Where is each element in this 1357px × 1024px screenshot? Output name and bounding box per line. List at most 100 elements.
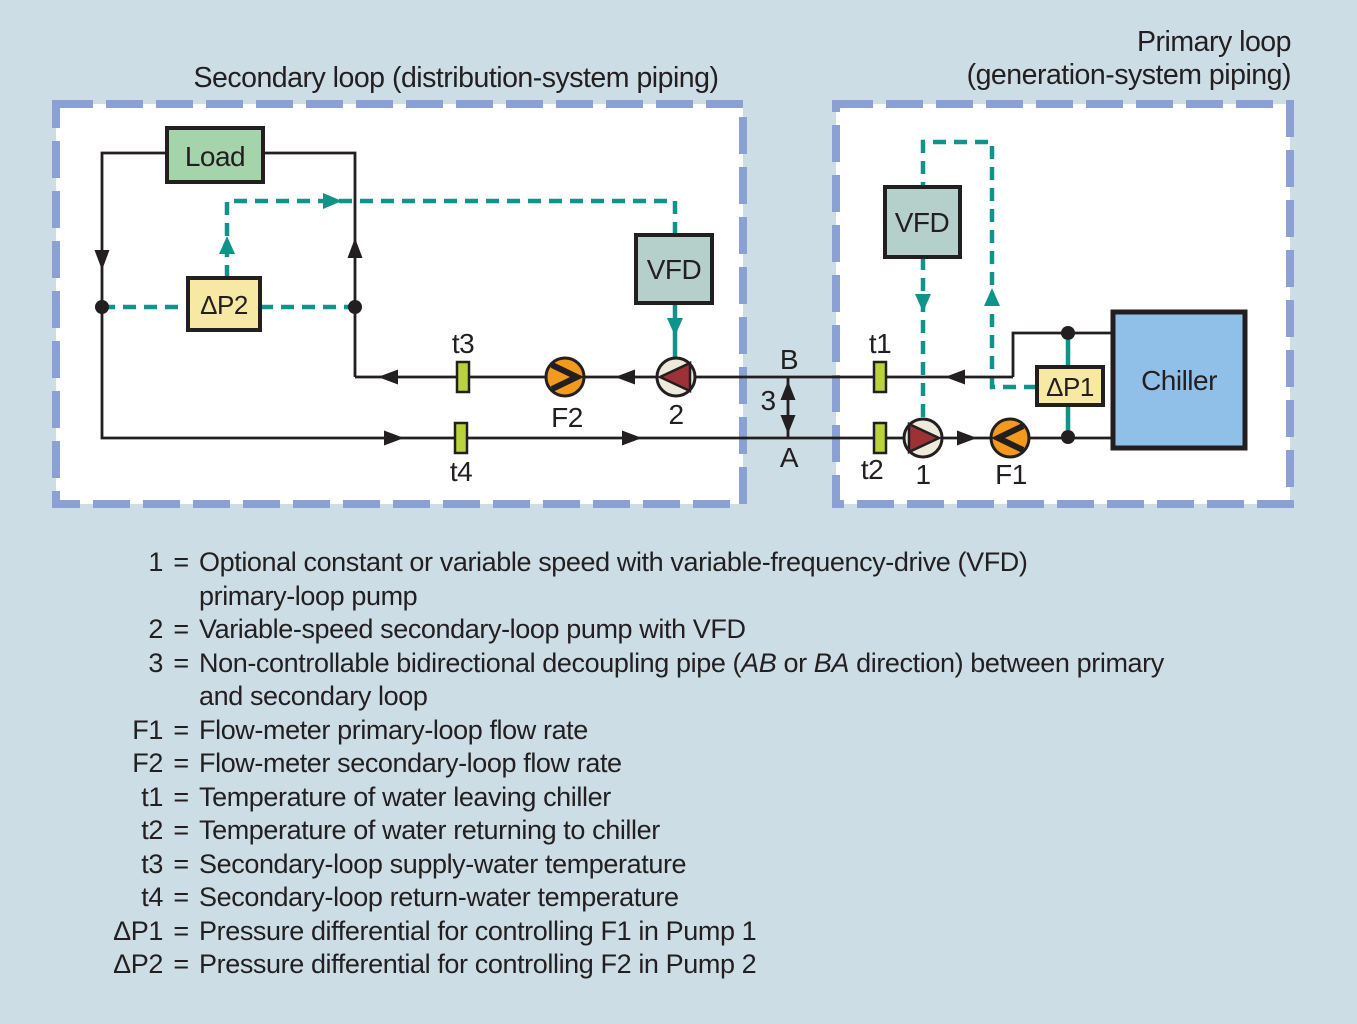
control-signal-lines	[102, 139, 1071, 430]
flow-arrow-up-icon	[347, 238, 363, 258]
legend-equals-sign: =	[173, 815, 189, 845]
legend-item-definition: Optional constant or variable speed with…	[199, 547, 1028, 611]
decoupling-point-b-label: B	[780, 344, 798, 375]
legend-item-definition: Secondary-loop return-water temperature	[199, 882, 679, 912]
legend-item-F1: F1=Flow-meter primary-loop flow rate	[0, 714, 1357, 748]
decoupling-arrow-down-icon	[780, 415, 796, 434]
signal-arrow-right-icon	[323, 193, 342, 209]
signal-dp2-to-vfd2	[224, 198, 678, 278]
sensor-t1-label: t1	[869, 328, 891, 359]
legend-equals-sign: =	[173, 882, 189, 912]
flow-meter-f1-label: F1	[995, 459, 1027, 490]
legend-item-definition: Pressure differential for controlling F1…	[199, 915, 757, 946]
flow-meter-f2-label: F2	[551, 402, 583, 433]
return-pipe	[100, 151, 1113, 440]
legend-item-key: t4	[141, 882, 163, 912]
flow-arrow-left-icon	[945, 369, 965, 385]
legend-item-key: ΔP2	[113, 949, 163, 979]
primary-loop-title-line1: Primary loop	[1137, 26, 1291, 58]
legend-item-definition: Non-controllable bidirectional decouplin…	[199, 647, 1164, 712]
legend-item-2: 2=Variable-speed secondary-loop pump wit…	[0, 613, 1357, 647]
signal-arrow-up-icon	[219, 236, 235, 254]
vfd-primary-box	[883, 185, 962, 259]
junction-dot	[1061, 326, 1075, 340]
legend-item-ΔP2: ΔP2 = Pressure differential for controllin…	[0, 948, 1357, 982]
legend-item-t4: t4 = Secondary-loop return-water temperatu…	[0, 881, 1357, 915]
vfd-secondary-label: VFD	[647, 254, 702, 285]
dp1-box	[1035, 365, 1105, 407]
legend-item-t1: t1 = Temperature of water leaving chiller	[0, 781, 1357, 815]
legend-item-3: 3 = Non-controllable bidirectional decoupl…	[0, 647, 1357, 714]
pump-impeller-icon	[907, 422, 942, 454]
legend-item-key: 3	[148, 647, 163, 678]
dp1-label: ΔP1	[1046, 372, 1094, 402]
sensor-t1	[872, 360, 888, 394]
junction-dot	[95, 300, 109, 314]
secondary-loop-title: Secondary loop (distribution-system pipi…	[193, 62, 718, 94]
legend-equals-sign: =	[173, 547, 189, 577]
legend-item-definition: Temperature of water leaving chiller	[199, 781, 611, 812]
flow-meter-f2	[544, 356, 586, 398]
legend-item-definition: Pressure differential for controlling F2…	[199, 949, 757, 979]
pump-1	[902, 417, 944, 459]
vfd-secondary-box	[634, 233, 714, 305]
flow-meter-f1	[989, 417, 1031, 459]
flow-arrow-right-icon	[957, 430, 977, 446]
decoupling-pipe-number-label: 3	[760, 385, 775, 416]
legend-item-definition: Secondary-loop supply-water temperature	[199, 848, 687, 879]
legend-item-key: t3	[141, 848, 163, 879]
sensor-t4	[453, 421, 469, 455]
sensor-t3	[455, 360, 471, 394]
junction-dot	[1061, 430, 1075, 444]
legend-item-definition: Variable-speed secondary-loop pump with …	[199, 614, 746, 644]
legend-item-ΔP1: ΔP1=Pressure differential for controllin…	[0, 915, 1357, 949]
flow-arrow-left-icon	[378, 369, 398, 385]
legend-item-1: 1=Optional constant or variable speed wi…	[0, 546, 1357, 613]
legend-item-t2: t2 = Temperature of water returning to chi…	[0, 814, 1357, 848]
legend-equals-sign: =	[173, 848, 189, 879]
flow-meter-chevron-icon	[550, 362, 584, 392]
sensor-t4-label: t4	[450, 456, 472, 487]
flow-meter-chevron-icon	[991, 423, 1025, 453]
legend-equals-sign: =	[173, 748, 189, 778]
signal-dp1-to-vfd1	[920, 139, 1037, 390]
legend-item-definition: Temperature of water returning to chille…	[199, 815, 660, 845]
legend-item-t3: t3 = Secondary-loop supply-water temperatu…	[0, 848, 1357, 882]
sensor-t2-label: t2	[861, 454, 883, 485]
chiller-label: Chiller	[1141, 365, 1217, 396]
legend-item-definition: Flow-meter secondary-loop flow rate	[199, 748, 622, 778]
chiller-outlet-elbow	[1011, 331, 1113, 377]
junction-dot	[348, 300, 362, 314]
load-box	[165, 126, 265, 184]
dp2-box	[186, 276, 262, 332]
signal-arrow-down-icon	[667, 318, 683, 336]
legend-equals-sign: =	[173, 614, 189, 644]
signal-arrow-down-icon	[915, 294, 931, 312]
legend-item-key: F2	[132, 748, 163, 778]
legend-equals-sign: =	[173, 647, 189, 678]
signal-arrow-up-icon	[984, 288, 1000, 306]
legend-item-key: t1	[141, 781, 163, 812]
legend-item-definition: Flow-meter primary-loop flow rate	[199, 714, 588, 745]
legend-item-F2: F2 = Flow-meter secondary-loop flow rate	[0, 747, 1357, 781]
pump-1-label: 1	[915, 459, 930, 490]
flow-arrow-left-icon	[615, 369, 635, 385]
legend-equals-sign: =	[173, 781, 189, 812]
legend: 1=Optional constant or variable speed wi…	[0, 546, 1357, 982]
pump-2	[655, 356, 697, 398]
pump-impeller-icon	[657, 361, 692, 393]
vfd-primary-label: VFD	[895, 207, 950, 238]
flow-arrow-right-icon	[384, 430, 404, 446]
decoupling-point-a-label: A	[780, 442, 799, 473]
primary-loop-title-line2: (generation-system piping)	[967, 59, 1291, 91]
legend-item-key: t2	[141, 815, 163, 845]
sensor-t2	[872, 421, 888, 455]
chiller-box	[1110, 309, 1248, 451]
load-label: Load	[185, 141, 245, 172]
pump-2-label: 2	[668, 399, 683, 430]
legend-equals-sign: =	[173, 949, 189, 979]
legend-item-key: ΔP1	[113, 915, 163, 946]
flow-arrow-down-icon	[94, 250, 110, 270]
